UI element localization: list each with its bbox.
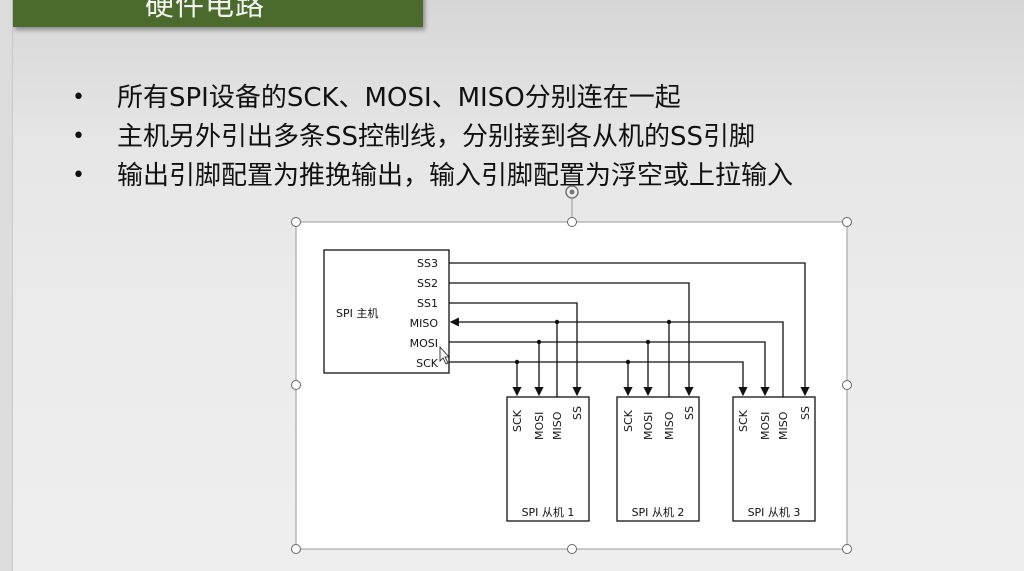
junction-dot [536,339,542,345]
slave-label: SPI 从机 1 [522,505,575,519]
master-pin-mosi: MOSI [410,337,438,350]
slave-pin-mosi: MOSI [642,412,655,440]
bullet-dot: • [72,124,85,149]
wire-sck [449,361,748,397]
master-label: SPI 主机 [336,306,378,320]
master-pin-ss3: SS3 [417,257,438,270]
slave-pin-miso: MISO [777,411,790,440]
wire-ss1 [449,302,582,397]
slave-pin-sck: SCK [511,409,524,432]
bullet-dot: • [72,85,85,110]
resize-handle-se[interactable] [842,544,852,554]
slave-label: SPI 从机 3 [748,505,801,519]
resize-handle-w[interactable] [291,380,301,390]
slide-title[interactable]: 硬件电路 [13,0,423,27]
slave-pin-ss: SS [683,406,696,420]
bullet-item: • 输出引脚配置为推挽输出，输入引脚配置为浮空或上拉输入 [72,158,793,197]
resize-handle-n[interactable] [567,217,577,227]
master-pin-miso: MISO [410,317,439,330]
wire-mosi [449,341,770,397]
diagram-image [296,222,847,549]
resize-handle-e[interactable] [842,380,852,390]
bullet-item: • 主机另外引出多条SS控制线，分别接到各从机的SS引脚 [72,119,793,158]
junction-dot [645,339,651,345]
slave-pin-sck: SCK [737,409,750,432]
resize-handle-sw[interactable] [291,544,301,554]
slave-pin-ss: SS [799,406,812,420]
bullet-text: 所有SPI设备的SCK、MOSI、MISO分别连在一起 [117,83,681,113]
slave-pin-sck: SCK [622,409,635,432]
junction-dot [554,319,560,325]
junction-dot [625,359,631,365]
wire-ss2 [449,282,694,397]
bullet-text: 输出引脚配置为推挽输出，输入引脚配置为浮空或上拉输入 [117,161,794,191]
master-box [323,249,450,374]
bullet-list[interactable]: • 所有SPI设备的SCK、MOSI、MISO分别连在一起 • 主机另外引出多条SS… [72,80,793,197]
mouse-cursor-icon [439,345,450,365]
master-pin-ss1: SS1 [417,297,438,310]
master-pin-ss2: SS2 [417,277,438,290]
junction-dot [666,319,672,325]
wire-miso [449,317,784,397]
slave-1: SCK MOSI MISO SS SPI 从机 1 [506,396,590,522]
wire-ss3 [449,262,810,397]
bullet-text: 主机另外引出多条SS控制线，分别接到各从机的SS引脚 [117,122,756,152]
slave-pin-miso: MISO [663,411,676,440]
slide-panel-edge [0,0,13,571]
slave-label: SPI 从机 2 [632,505,685,519]
bullet-dot: • [72,163,85,188]
slave-2: SCK MOSI MISO SS SPI 从机 2 [616,396,700,522]
master-pin-sck: SCK [416,357,439,370]
resize-handle-ne[interactable] [842,217,852,227]
slave-3: SCK MOSI MISO SS SPI 从机 3 [732,396,816,522]
slave-pin-miso: MISO [551,411,564,440]
resize-handle-nw[interactable] [291,217,301,227]
bullet-item: • 所有SPI设备的SCK、MOSI、MISO分别连在一起 [72,80,793,119]
slave-pin-mosi: MOSI [759,412,772,440]
slave-pin-ss: SS [571,406,584,420]
resize-handle-s[interactable] [567,544,577,554]
junction-dot [514,359,520,365]
slave-pin-mosi: MOSI [533,412,546,440]
rotate-handle[interactable] [565,185,579,199]
